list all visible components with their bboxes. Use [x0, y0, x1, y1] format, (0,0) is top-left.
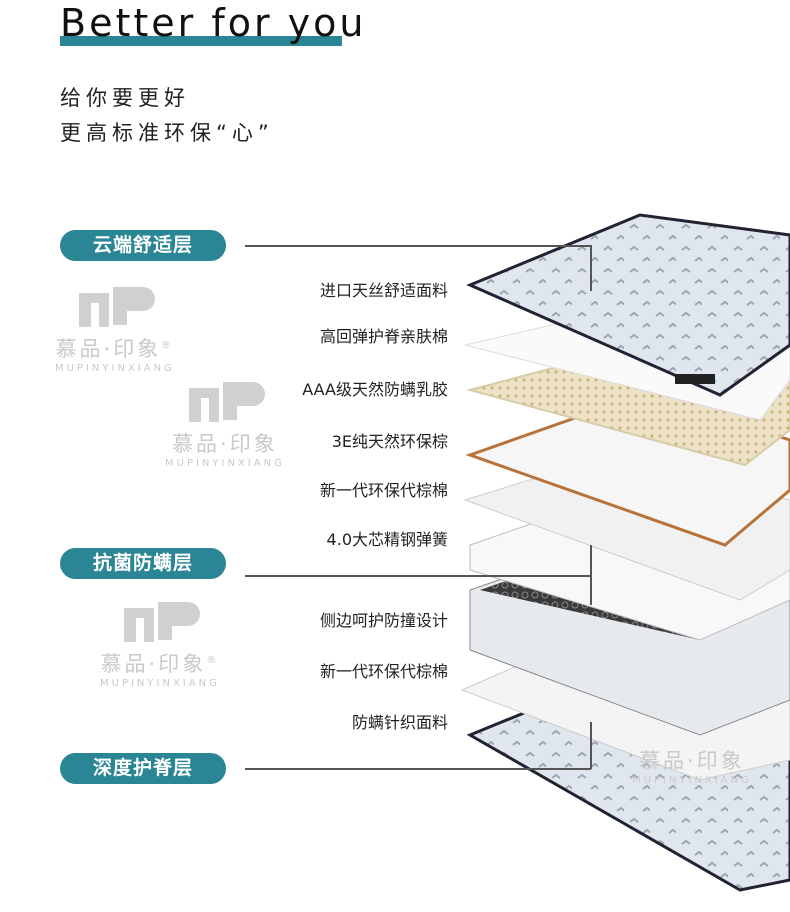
- feature-item: 侧边呵护防撞设计: [319, 611, 448, 630]
- feature-item: 新一代环保代棕棉: [319, 662, 448, 681]
- brand-logo-icon: [123, 602, 200, 642]
- feature-item: 防螨针织面料: [351, 713, 448, 732]
- brand-watermark: 慕品·印象® MUPINYINXIANG: [100, 600, 220, 689]
- title-underline: [60, 36, 342, 46]
- connector-line-3-vertical: [590, 722, 592, 769]
- brand-label-icon: [675, 374, 715, 384]
- feature-item: 新一代环保代棕棉: [319, 481, 448, 500]
- section-label-spine: 深度护脊层: [60, 753, 226, 784]
- connector-line-2: [245, 575, 591, 577]
- feature-item: 高回弹护脊亲肤棉: [319, 327, 448, 346]
- connector-line-2-vertical: [590, 545, 592, 605]
- brand-watermark: 慕品·印象 MUPINYINXIANG: [632, 749, 752, 786]
- feature-item: 4.0大芯精钢弹簧: [326, 530, 448, 549]
- feature-item: 进口天丝舒适面料: [319, 281, 448, 300]
- connector-line-1-vertical: [590, 245, 592, 291]
- brand-watermark: 慕品·印象® MUPINYINXIANG: [55, 285, 175, 374]
- page-title: Better for you: [60, 1, 367, 45]
- connector-line-1: [245, 245, 591, 247]
- feature-item: 3E纯天然环保棕: [331, 432, 448, 451]
- brand-logo-icon: [188, 382, 265, 422]
- subtitle-2: 更高标准环保“心”: [60, 121, 274, 145]
- section-label-antibacterial: 抗菌防螨层: [60, 548, 226, 579]
- subtitle-1: 给你要更好: [60, 86, 190, 110]
- section-label-comfort: 云端舒适层: [60, 230, 226, 261]
- connector-line-3: [245, 768, 591, 770]
- brand-logo-icon: [78, 287, 155, 327]
- feature-item: AAA级天然防螨乳胶: [302, 380, 448, 399]
- brand-watermark: 慕品·印象 MUPINYINXIANG: [165, 380, 285, 469]
